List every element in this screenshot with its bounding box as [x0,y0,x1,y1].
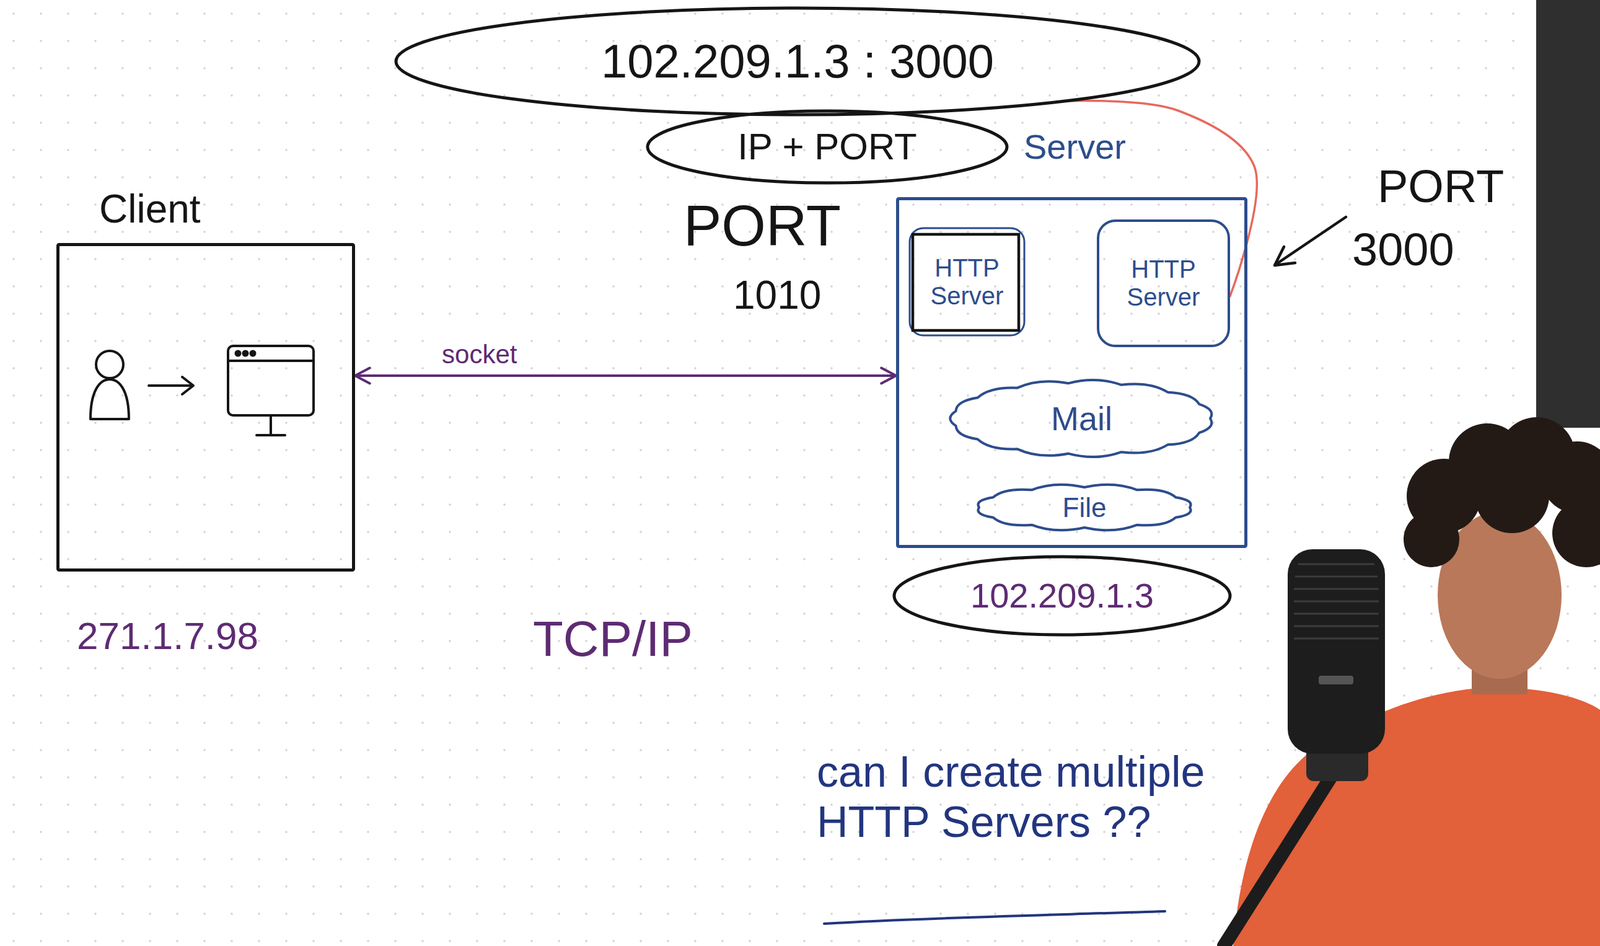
node-text: File [1062,492,1107,523]
client-box-outline [56,242,356,572]
socket-connector [355,374,897,377]
client-box: Client [56,242,356,572]
mic-grille [1293,563,1379,639]
question-underline [824,910,1165,924]
pointer-head [1274,246,1296,266]
label-holder: 1010 [733,272,822,319]
node-text: 102.209.1.3 : 3000 [601,34,994,88]
user-head [96,350,124,379]
label-holder: 3000 [1352,223,1455,276]
port-label: PORT [1377,159,1504,213]
user-arrow-shaft [148,384,193,387]
grille-line [1293,625,1379,628]
presenter-figure [1223,417,1600,946]
grille-line [1298,563,1375,566]
node-text: Mail [1050,399,1113,437]
edge-label-holder: socket [439,339,520,370]
mail-cloud: Mail [946,377,1217,460]
label-holder: TCP/IP [532,610,693,668]
oval-outline [395,8,1200,115]
mic-body [1287,549,1385,754]
port-label: PORT [683,193,841,260]
label-holder: PORT [1377,159,1504,213]
node-text: HTTP Server [924,254,1010,310]
http-server-box: HTTP Server [1096,219,1231,348]
grille-line [1293,588,1379,590]
presenter-hair [1403,511,1460,568]
grille-line [1295,575,1378,578]
port-number: 1010 [733,272,822,319]
user-arrow-head [182,376,194,395]
port-number: 3000 [1352,223,1455,276]
http-server-box: HTTP Server [908,226,1026,337]
cloud-outline [949,379,1212,457]
client-illustration [90,345,314,436]
box-outline [912,234,1019,331]
cloud-outline [977,484,1191,531]
heading-holder: Server [1023,127,1126,167]
label-holder: PORT [683,193,841,260]
question-note: can I create multiple HTTP Servers ?? [816,746,1325,847]
label-holder: can I create multiple HTTP Servers ?? [816,746,1325,847]
monitor-dot [250,351,256,356]
node-text: HTTP Server [1107,255,1219,312]
monitor-stand [269,415,273,434]
user-body [90,379,129,419]
edge-label: socket [439,339,520,370]
oval-outline [647,110,1007,183]
grille-line [1293,612,1379,615]
presenter-hair [1474,458,1550,533]
monitor-dot [243,351,248,356]
heading-text: Client [99,187,201,232]
grille-line [1293,637,1379,640]
node-text: 102.209.1.3 [970,576,1154,616]
monitor-base [256,433,286,437]
ip-port-oval: IP + PORT [644,107,1011,186]
monitor-bar [228,359,314,362]
mic-stand [1223,774,1333,946]
dark-side-strip [1536,0,1600,428]
box-outline [1098,220,1229,346]
file-cloud: File [972,481,1196,533]
grille-line [1293,600,1379,603]
box-outline [897,198,1247,547]
oval-outline [894,556,1231,635]
client-ip-label: 271.1.7.98 [76,613,259,658]
monitor-dot [236,351,241,356]
port-pointer [1274,216,1346,266]
box-outline [909,228,1025,336]
monitor-frame [228,345,314,416]
protocol-label: TCP/IP [532,610,693,668]
presenter-hair [1552,498,1600,568]
address-oval: 102.209.1.3 : 3000 [392,4,1203,118]
heading-text: Server [1023,127,1126,167]
mic-badge [1318,675,1354,685]
server-box: ServerHTTP ServerHTTP ServerMailFile [896,197,1248,548]
label-holder: 271.1.7.98 [76,613,259,658]
pointer-shaft [1275,216,1346,265]
node-text: IP + PORT [737,125,918,168]
heading-holder: Client [99,187,201,232]
server-ip-oval: 102.209.1.3 [891,553,1234,638]
box-outline [58,244,354,571]
